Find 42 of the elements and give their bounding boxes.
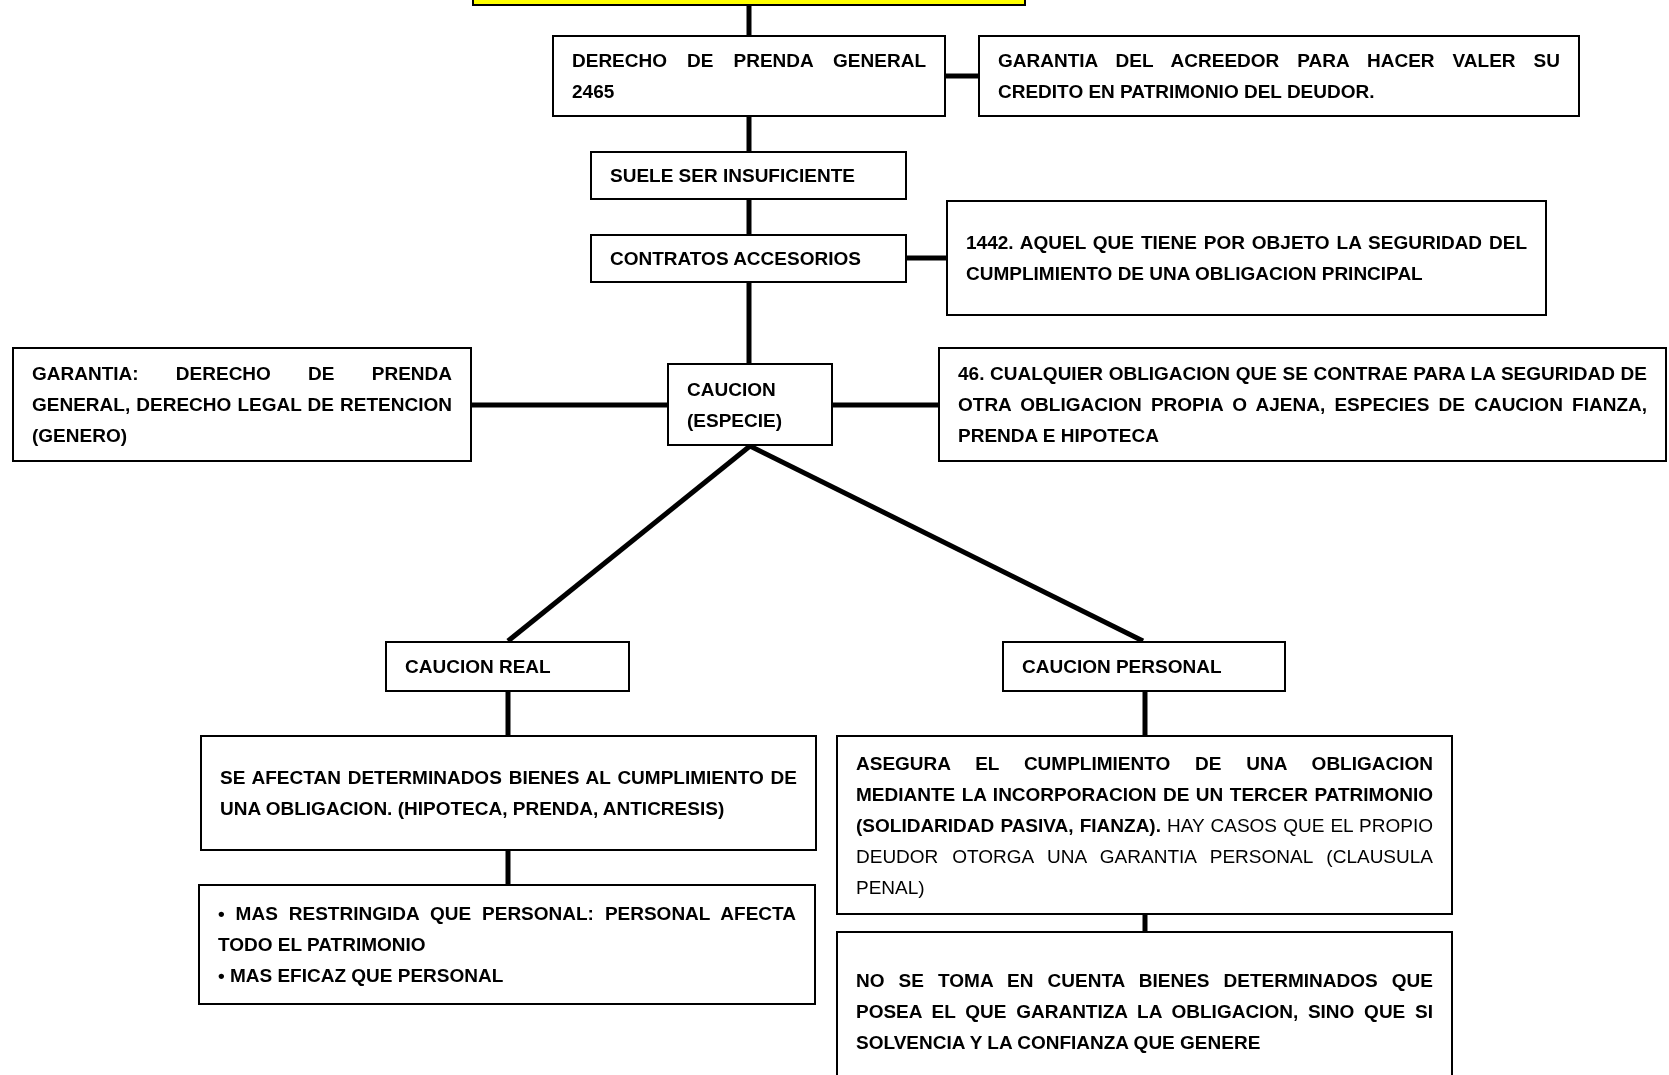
connector-line (746, 117, 752, 151)
box-text: DERECHO DE PRENDA GENERAL 2465 (572, 49, 926, 104)
text-box (946, 200, 1547, 316)
box-text: • MAS RESTRINGIDA QUE PERSONAL: PERSONAL AFECTA TODO EL PATRIMONIO (218, 902, 796, 957)
text-box (938, 347, 1667, 462)
box-text: 46. CUALQUIER OBLIGACION QUE SE CONTRAE PARA LA SEGURIDAD DE OTRA OBLIGACION PROPIA O AJENA, ESPECIES DE CAUCION FIANZA, PRENDA E HIPOTECA (958, 362, 1647, 448)
text-box (667, 363, 833, 446)
box-text: GARANTIA: DERECHO DE PRENDA GENERAL, DERECHO LEGAL DE RETENCION (GENERO) (32, 362, 452, 448)
text-box (836, 735, 1453, 915)
connector-line (746, 283, 752, 363)
text-box (385, 641, 630, 692)
connector-line (505, 851, 511, 884)
text-box (590, 234, 907, 283)
box-text: • MAS EFICAZ QUE PERSONAL (218, 964, 505, 988)
text-box (200, 735, 817, 851)
connector-line (907, 255, 946, 261)
box-text: CAUCION PERSONAL (1022, 655, 1223, 679)
connector-line (505, 692, 511, 735)
box-text: CONTRATOS ACCESORIOS (610, 247, 862, 271)
box-text: CAUCION (ESPECIE) (687, 377, 784, 433)
text-box (198, 884, 816, 1005)
box-text: ASEGURA EL CUMPLIMIENTO DE UNA OBLIGACION MEDIANTE LA INCORPORACION DE UN TERCER PATRIMONIO (SOLIDARIDAD PASIVA, FIANZA). HAY CASOS QUE EL PROPIO DEUDOR OTORGA UNA GARANTIA PERSONAL (CLAUSULA PENAL) (856, 751, 1433, 900)
box-text: SUELE SER INSUFICIENTE (610, 164, 856, 188)
box-text: GARANTIA DEL ACREEDOR PARA HACER VALER SU CREDITO EN PATRIMONIO DEL DEUDOR. (998, 49, 1560, 104)
connector-line (506, 444, 752, 643)
box-text: NO SE TOMA EN CUENTA BIENES DETERMINADOS QUE POSEA EL QUE GARANTIZA LA OBLIGACION, SINO QUE SI SOLVENCIA Y LA CONFIANZA QUE GENERE (856, 968, 1433, 1055)
text-box (12, 347, 472, 462)
text-box (590, 151, 907, 200)
text-box (552, 35, 946, 117)
connector-line (472, 402, 667, 408)
connector-line (746, 200, 752, 234)
connector-line (1142, 915, 1148, 931)
box-text: 1442. AQUEL QUE TIENE POR OBJETO LA SEGURIDAD DEL CUMPLIMIENTO DE UNA OBLIGACION PRINCIPAL (966, 231, 1527, 286)
box-text: SE AFECTAN DETERMINADOS BIENES AL CUMPLIMIENTO DE UNA OBLIGACION. (HIPOTECA, PRENDA, ANTICRESIS) (220, 766, 797, 821)
text-box (836, 931, 1453, 1075)
connector-line (746, 6, 752, 35)
connector-line (1142, 692, 1148, 735)
text-box (978, 35, 1580, 117)
connector-line (946, 73, 978, 79)
connector-line (833, 402, 938, 408)
box-text: CAUCION REAL (405, 655, 552, 679)
text-box (1002, 641, 1286, 692)
